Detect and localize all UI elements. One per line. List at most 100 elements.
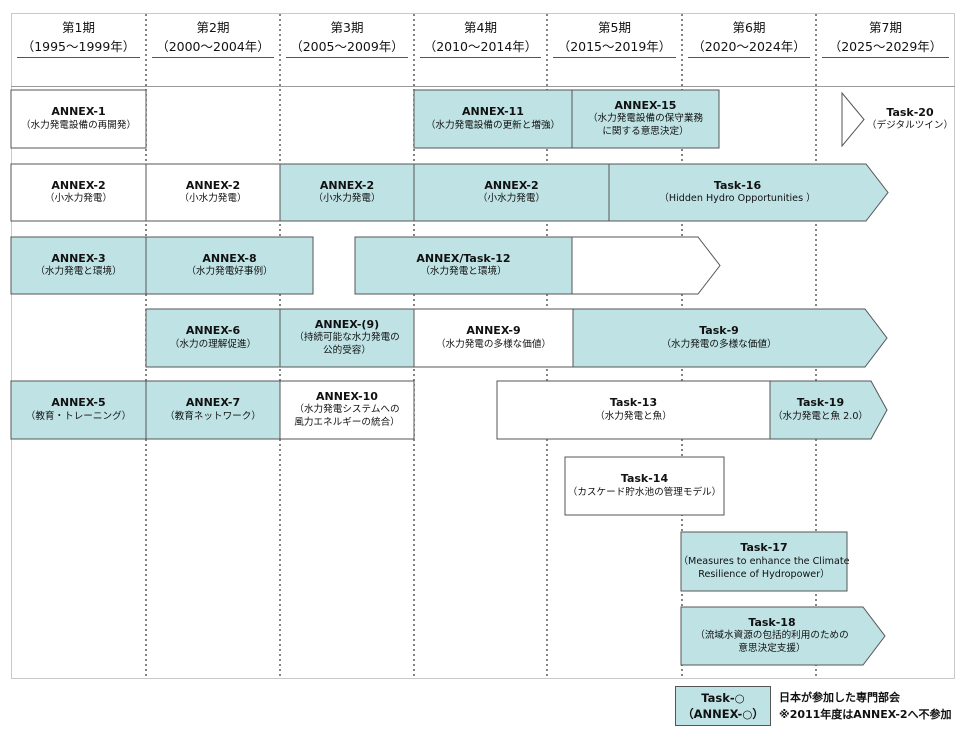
node-shape-annex-7 [145, 380, 281, 440]
node-annex-10: ANNEX-10（水力発電システムへの風力エネルギーの統合） [280, 381, 414, 439]
node-subtitle: （水力発電好事例） [186, 266, 273, 278]
node-annex-8: ANNEX-8（水力発電好事例） [146, 237, 313, 294]
period-4: 第4期 （2010～2014年） [414, 18, 547, 58]
node-annex-7: ANNEX-7（教育ネットワーク） [146, 381, 280, 439]
node-shape-annex-2-p1 [10, 163, 147, 222]
node-title: Task-20 [886, 105, 934, 119]
legend-box-title: Task-○ [701, 690, 745, 705]
node-title: ANNEX-8 [202, 251, 257, 265]
node-shape-annex-11 [413, 89, 573, 149]
period-years: （2005～2009年） [290, 39, 404, 54]
node-subtitle: （教育・トレーニング） [25, 410, 132, 422]
node-shape-task-17 [680, 531, 848, 592]
node-subtitle: に関する意思決定） [602, 126, 689, 138]
legend-text: 日本が参加した専門部会 ※2011年度はANNEX-2へ不参加 [779, 689, 952, 723]
period-label: 第5期 [598, 20, 631, 35]
node-title: Task-14 [620, 472, 669, 486]
node-title: ANNEX-9 [466, 324, 521, 338]
header-separator [11, 86, 955, 87]
node-title: ANNEX-3 [51, 251, 106, 265]
node-annex-5: ANNEX-5（教育・トレーニング） [11, 381, 146, 439]
node-title: ANNEX-11 [462, 105, 524, 119]
node-shape-annex-9-paren [279, 308, 415, 368]
node-title: ANNEX-(9) [314, 317, 380, 331]
node-subtitle: （Hidden Hydro Opportunities ） [659, 193, 816, 205]
node-subtitle: （水力発電設備の再開発） [20, 119, 137, 131]
node-title: Task-19 [796, 396, 845, 410]
node-subtitle: （カスケード貯水池の管理モデル） [567, 486, 722, 498]
node-annex-9: ANNEX-9（水力発電の多様な価値） [414, 309, 573, 367]
period-years: （2010～2014年） [423, 39, 538, 54]
node-subtitle: （水力発電の多様な価値） [435, 338, 552, 350]
node-shape-annex-5 [10, 380, 147, 440]
period-7: 第7期 （2025～2029年） [816, 18, 955, 58]
period-years: （1995～1999年） [21, 39, 136, 54]
node-shape-task-9 [572, 308, 888, 368]
period-label: 第6期 [732, 20, 766, 35]
node-title: ANNEX/Task-12 [416, 251, 511, 265]
period-label: 第7期 [869, 20, 902, 35]
period-label: 第1期 [62, 20, 95, 35]
node-annex-6: ANNEX-6（水力の理解促進） [146, 309, 280, 367]
node-shape-annex-3 [10, 236, 147, 295]
period-3: 第3期 （2005～2009年） [280, 18, 414, 58]
period-years: （2015～2019年） [557, 39, 672, 54]
node-subtitle: （Measures to enhance the Climate [678, 555, 850, 567]
node-subtitle: （水力発電設備の保守業務 [587, 113, 704, 125]
node-shape-annex-2-p2 [145, 163, 281, 222]
period-years: （2020～2024年） [692, 39, 806, 54]
node-title: ANNEX-2 [319, 178, 375, 192]
node-task-19: Task-19（水力発電と魚 2.0） [770, 381, 871, 439]
node-subtitle: 公的受容） [323, 345, 371, 357]
node-subtitle: （水力発電と魚 2.0） [772, 410, 869, 422]
node-subtitle: （水力発電と環境） [35, 266, 122, 278]
node-task-13: Task-13（水力発電と魚） [497, 381, 770, 439]
node-shape-task-18 [680, 606, 886, 666]
node-annex-2-p2: ANNEX-2（小水力発電） [146, 164, 280, 221]
node-shape-task-16 [608, 163, 889, 222]
node-subtitle: （小水力発電） [44, 193, 113, 205]
node-title: Task-9 [699, 324, 739, 338]
node-title: ANNEX-6 [185, 324, 241, 338]
node-task-16: Task-16（Hidden Hydro Opportunities ） [609, 164, 866, 221]
node-annex-9-paren: ANNEX-(9)（持続可能な水力発電の公的受容） [280, 309, 414, 367]
node-subtitle: （水力発電システムへの [294, 404, 400, 416]
period-5: 第5期 （2015～2019年） [547, 18, 682, 58]
period-1: 第1期 （1995～1999年） [11, 18, 146, 58]
period-label: 第2期 [196, 20, 230, 35]
node-title: ANNEX-15 [614, 98, 677, 112]
node-subtitle: （流域水資源の包括的利用のための [695, 630, 849, 642]
node-annex-15: ANNEX-15（水力発電設備の保守業務に関する意思決定） [572, 90, 719, 148]
node-shape-annex-15 [571, 89, 720, 149]
node-subtitle: （水力発電設備の更新と増強） [425, 119, 561, 131]
node-title: ANNEX-1 [51, 105, 106, 119]
node-shape-annex-task-12 [354, 236, 573, 295]
node-annex-2-p1: ANNEX-2（小水力発電） [11, 164, 146, 221]
node-annex-2-p4: ANNEX-2（小水力発電） [414, 164, 609, 221]
period-label: 第3期 [330, 20, 364, 35]
node-shape-task-19 [769, 380, 888, 440]
node-task-20: Task-20（デジタルツイン） [862, 93, 958, 146]
node-subtitle: （水力発電と魚） [595, 410, 672, 422]
node-title: ANNEX-5 [51, 396, 106, 410]
node-title: ANNEX-2 [185, 178, 241, 192]
period-years: （2000～2004年） [156, 39, 270, 54]
node-shape-task-13 [496, 380, 771, 440]
node-subtitle: （水力発電の多様な価値） [661, 338, 777, 350]
node-subtitle: 風力エネルギーの統合） [294, 417, 400, 429]
node-shape-annex-10 [279, 380, 415, 440]
node-shape-annex-9 [413, 308, 574, 368]
node-title: ANNEX-7 [185, 396, 241, 410]
node-title: Task-17 [740, 541, 788, 555]
node-title: ANNEX-10 [316, 389, 378, 403]
node-subtitle: （教育ネットワーク） [165, 410, 261, 422]
node-shape-annex-1 [10, 89, 147, 149]
node-annex-11: ANNEX-11（水力発電設備の更新と増強） [414, 90, 572, 148]
node-title: ANNEX-2 [484, 178, 539, 192]
node-subtitle: （小水力発電） [179, 193, 247, 205]
node-shape-annex-task-12-extension [571, 236, 721, 295]
node-subtitle: （水力発電と環境） [420, 266, 507, 278]
node-task-9: Task-9（水力発電の多様な価値） [573, 309, 865, 367]
